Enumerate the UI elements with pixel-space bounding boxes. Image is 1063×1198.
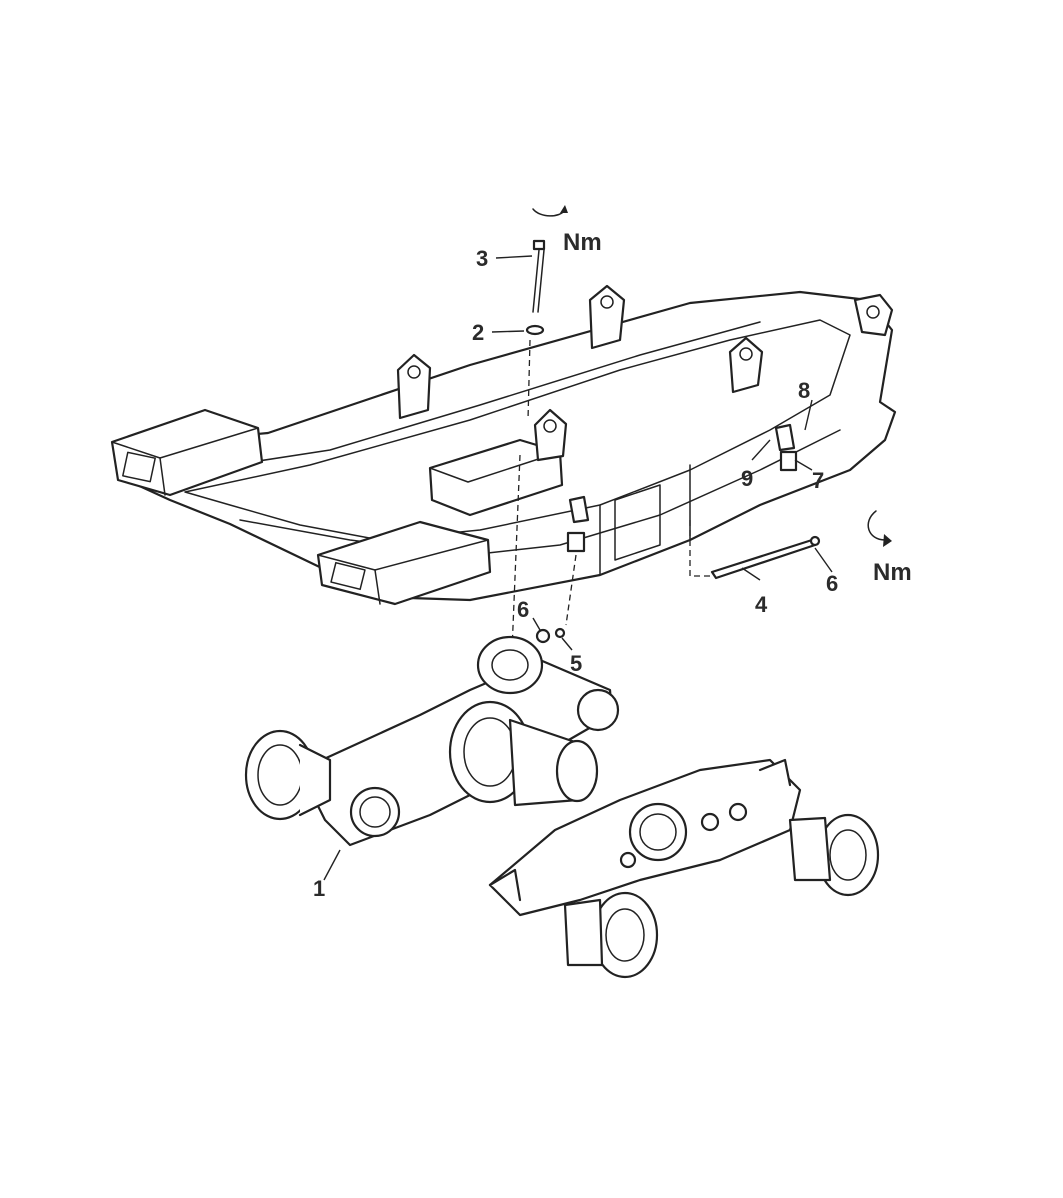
- torque-unit-top: Nm: [563, 229, 602, 256]
- callout-2: 2: [472, 320, 484, 345]
- frame-hardware: [509, 239, 821, 701]
- rotate-arrow-icon: [867, 510, 892, 547]
- callout-1: 1: [313, 876, 325, 901]
- callout-6-nut: 6: [517, 597, 529, 622]
- lower-undercarriage: [244, 635, 880, 979]
- callout-3: 3: [476, 246, 488, 271]
- callout-7: 7: [812, 468, 824, 493]
- torque-unit-right: Nm: [873, 559, 912, 586]
- callout-8: 8: [798, 378, 810, 403]
- leader-lines: [323, 255, 833, 881]
- callout-5: 5: [570, 651, 582, 676]
- callout-6-pin: 6: [826, 571, 838, 596]
- upper-frame: [110, 284, 897, 606]
- callout-4: 4: [755, 592, 768, 617]
- rotate-arrow-icon: [532, 205, 568, 217]
- callout-9: 9: [741, 466, 753, 491]
